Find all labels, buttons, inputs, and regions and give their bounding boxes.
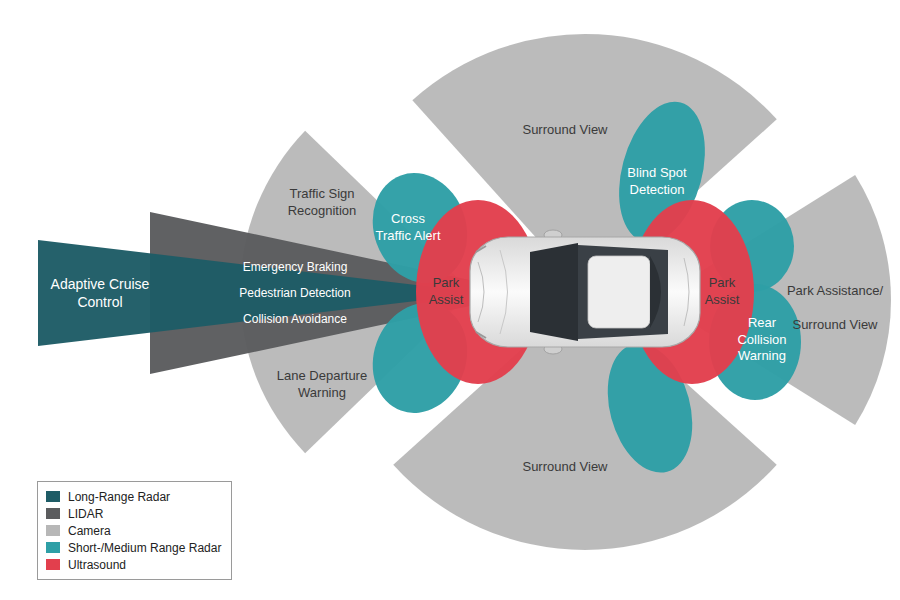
legend-row: Short-/Medium Range Radar (46, 539, 221, 556)
zone-label: Blind Spot Detection (618, 165, 696, 199)
label-holder: Emergency Braking (233, 260, 357, 276)
label-holder: Surround View (500, 122, 630, 139)
label-holder: Surround View (500, 459, 630, 476)
zone-label: Rear Collision Warning (731, 315, 793, 366)
zone-label: Cross Traffic Alert (375, 211, 441, 245)
zone-label: Pedestrian Detection (233, 286, 357, 302)
legend-row: Camera (46, 522, 221, 539)
legend-text: Short-/Medium Range Radar (68, 541, 221, 555)
legend-text: Long-Range Radar (68, 490, 170, 504)
zone-label: Park Assist (697, 275, 747, 309)
legend-swatch (46, 491, 60, 502)
zone-label: Surround View (500, 122, 630, 139)
label-holder: Adaptive Cruise Control (48, 275, 152, 311)
legend-row: LIDAR (46, 505, 221, 522)
legend-swatch (46, 508, 60, 519)
zone-label: Collision Avoidance (233, 312, 357, 328)
legend-row: Ultrasound (46, 556, 221, 573)
zone-label: Park Assist (421, 275, 471, 309)
zone-label: Lane Departure Warning (276, 368, 368, 402)
legend-text: Ultrasound (68, 558, 126, 572)
label-holder: Traffic Sign Recognition (276, 186, 368, 220)
zone-label: Park Assistance/ Surround View (782, 274, 888, 342)
legend-swatch (46, 559, 60, 570)
label-holder: Collision Avoidance (233, 312, 357, 328)
legend-row: Long-Range Radar (46, 488, 221, 505)
legend-swatch (46, 525, 60, 536)
label-holder: Rear Collision Warning (731, 315, 793, 366)
label-holder: Park Assist (421, 275, 471, 309)
label-holder: Park Assistance/ Surround View (782, 274, 888, 342)
legend-swatch (46, 542, 60, 553)
legend-text: LIDAR (68, 507, 103, 521)
legend-box: Long-Range RadarLIDAR CameraShort-/Medium… (37, 481, 232, 580)
label-holder: Blind Spot Detection (618, 165, 696, 199)
zone-label: Surround View (500, 459, 630, 476)
legend-text: Camera (68, 524, 111, 538)
label-holder: Park Assist (697, 275, 747, 309)
label-holder: Cross Traffic Alert (375, 211, 441, 245)
label-holder: Lane Departure Warning (276, 368, 368, 402)
label-holder: Pedestrian Detection (233, 286, 357, 302)
zone-label: Emergency Braking (233, 260, 357, 276)
zone-label: Traffic Sign Recognition (276, 186, 368, 220)
zone-label: Adaptive Cruise Control (48, 275, 152, 311)
